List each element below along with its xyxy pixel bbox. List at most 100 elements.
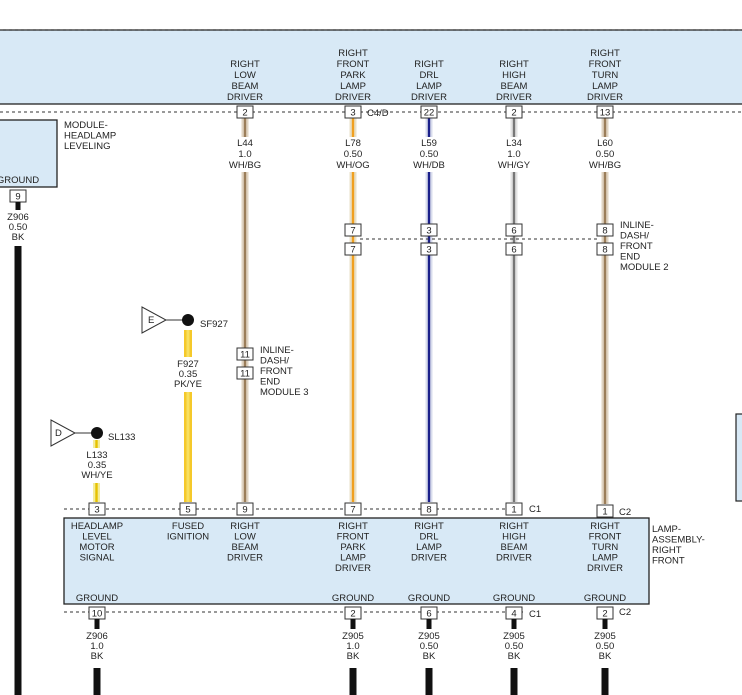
ground-wire-label: Z905	[418, 631, 440, 642]
lamp-signal-label: FRONT	[337, 532, 370, 543]
wire-5-stripe	[603, 118, 607, 504]
top-driver-label: BEAM	[501, 81, 528, 92]
splice-d-wire-label: WH/YE	[81, 470, 112, 481]
lamp-signal-label: RIGHT	[590, 521, 620, 532]
offscreen-component-box	[735, 413, 742, 502]
lamp-top-pin-box	[420, 502, 438, 516]
inline-2-pin-bottom: 6	[511, 245, 516, 256]
ground-wire-stub	[511, 619, 517, 629]
top-driver-label: FRONT	[589, 59, 622, 70]
lamp-signal-label: RIGHT	[230, 521, 260, 532]
inline-3-pin-top: 11	[240, 350, 250, 361]
ground-wire-label: 0.50	[420, 641, 439, 652]
lamp-assembly-label: LAMP-	[652, 524, 681, 535]
wire-label-bg	[170, 357, 206, 392]
top-module-box	[0, 29, 742, 105]
lamp-top-pin-box	[505, 502, 523, 516]
wire-code-label: WH/BG	[589, 160, 621, 171]
lamp-ground-label: GROUND	[584, 593, 626, 604]
lamp-signal-label: IGNITION	[167, 532, 209, 543]
ground-wire-label: BK	[347, 651, 360, 662]
lamp-top-pin-box	[236, 502, 254, 516]
wire-code-label: WH/BG	[229, 160, 261, 171]
ground-wire-label: BK	[599, 651, 612, 662]
top-pin: 2	[511, 108, 516, 119]
wire-code-label: 0.50	[344, 149, 363, 160]
ground-wire-label: BK	[91, 651, 104, 662]
lamp-bottom-pin: 6	[426, 609, 431, 620]
inline-2-pin-top-box	[596, 223, 614, 237]
top-pin: 3	[350, 108, 355, 119]
lamp-top-pin: 3	[94, 505, 99, 516]
wire-code-label: 1.0	[507, 149, 520, 160]
wire-code-label: WH/DB	[413, 160, 445, 171]
lamp-assembly-label: ASSEMBLY-	[652, 535, 705, 546]
ground-wire-stub	[94, 619, 100, 629]
top-pin: 13	[600, 108, 611, 119]
splice-d-name: SL133	[108, 432, 135, 443]
top-driver-label: RIGHT	[590, 48, 620, 59]
inline-2-pin-top: 8	[602, 226, 607, 237]
lamp-ground-label: GROUND	[493, 593, 535, 604]
inline-2-pin-top: 6	[511, 226, 516, 237]
lamp-signal-label: LAMP	[340, 553, 366, 564]
lamp-signal-label: LAMP	[592, 553, 618, 564]
ground-wire	[349, 668, 357, 695]
lamp-signal-label: LAMP	[416, 542, 442, 553]
splice-e-wire-label: F927	[177, 359, 199, 370]
inline-dash-2-label: FRONT	[620, 241, 653, 252]
inline-dash-3-label: MODULE 3	[260, 387, 309, 398]
lamp-bottom-connector-label: C2	[619, 607, 631, 618]
inline-2-pin-bottom: 7	[350, 245, 355, 256]
leveling-ground-label: GROUND	[0, 175, 39, 186]
inline-3-pin-bottom: 11	[240, 369, 250, 380]
fused-ignition-wire-stripe	[186, 330, 190, 502]
top-driver-label: LAMP	[416, 81, 442, 92]
ground-wire	[93, 668, 101, 695]
splice-d-arrow	[50, 419, 77, 447]
lamp-signal-label: RIGHT	[338, 521, 368, 532]
ground-wire-label: 0.50	[596, 641, 615, 652]
wire-code-label: L59	[421, 138, 437, 149]
inline-dash-3-label: END	[260, 377, 280, 388]
lamp-top-connector-label: C2	[619, 507, 631, 518]
leveling-wire-label: 0.50	[9, 222, 28, 233]
ground-wire-stub	[350, 619, 356, 629]
splice-d-wire-label: 0.35	[88, 460, 107, 471]
wire-code-label: 0.50	[596, 149, 615, 160]
leveling-module-label: LEVELING	[64, 141, 110, 152]
lamp-signal-label: FRONT	[589, 532, 622, 543]
ground-wire-label: Z905	[503, 631, 525, 642]
wire-code-label: L34	[506, 138, 522, 149]
top-driver-label: DRIVER	[496, 92, 532, 103]
lamp-signal-label: TURN	[592, 542, 619, 553]
splice-d-letter: D	[55, 428, 62, 439]
lamp-signal-label: BEAM	[501, 542, 528, 553]
top-driver-label: DRIVER	[411, 92, 447, 103]
lamp-assembly-box	[63, 517, 650, 605]
splice-e-wire-label: 0.35	[179, 369, 198, 380]
ground-wire-label: BK	[508, 651, 521, 662]
lamp-signal-label: PARK	[340, 542, 366, 553]
top-pin: 22	[424, 108, 435, 119]
inline-2-pin-bottom: 8	[602, 245, 607, 256]
inline-2-pin-bottom-box	[596, 242, 614, 256]
leveling-module-box	[0, 119, 58, 188]
splice-d-wire-label: L133	[86, 450, 107, 461]
top-driver-label: HIGH	[502, 70, 526, 81]
inline-2-pin-bottom-box	[344, 242, 362, 256]
inline-dash-2-label: INLINE-	[620, 220, 654, 231]
ground-wire-label: Z906	[86, 631, 108, 642]
top-driver-label: DRL	[419, 70, 438, 81]
ground-wire-stub	[602, 619, 608, 629]
wire-code-label: L60	[597, 138, 613, 149]
ground-wire-label: 1.0	[90, 641, 103, 652]
ground-wire-label: Z905	[342, 631, 364, 642]
lamp-bottom-pin: 10	[92, 609, 103, 620]
lamp-signal-label: HIGH	[502, 532, 526, 543]
top-pin: 2	[242, 108, 247, 119]
splice-e-name: SF927	[200, 319, 228, 330]
top-driver-label: DRIVER	[227, 92, 263, 103]
lamp-top-pin-box	[596, 504, 614, 518]
